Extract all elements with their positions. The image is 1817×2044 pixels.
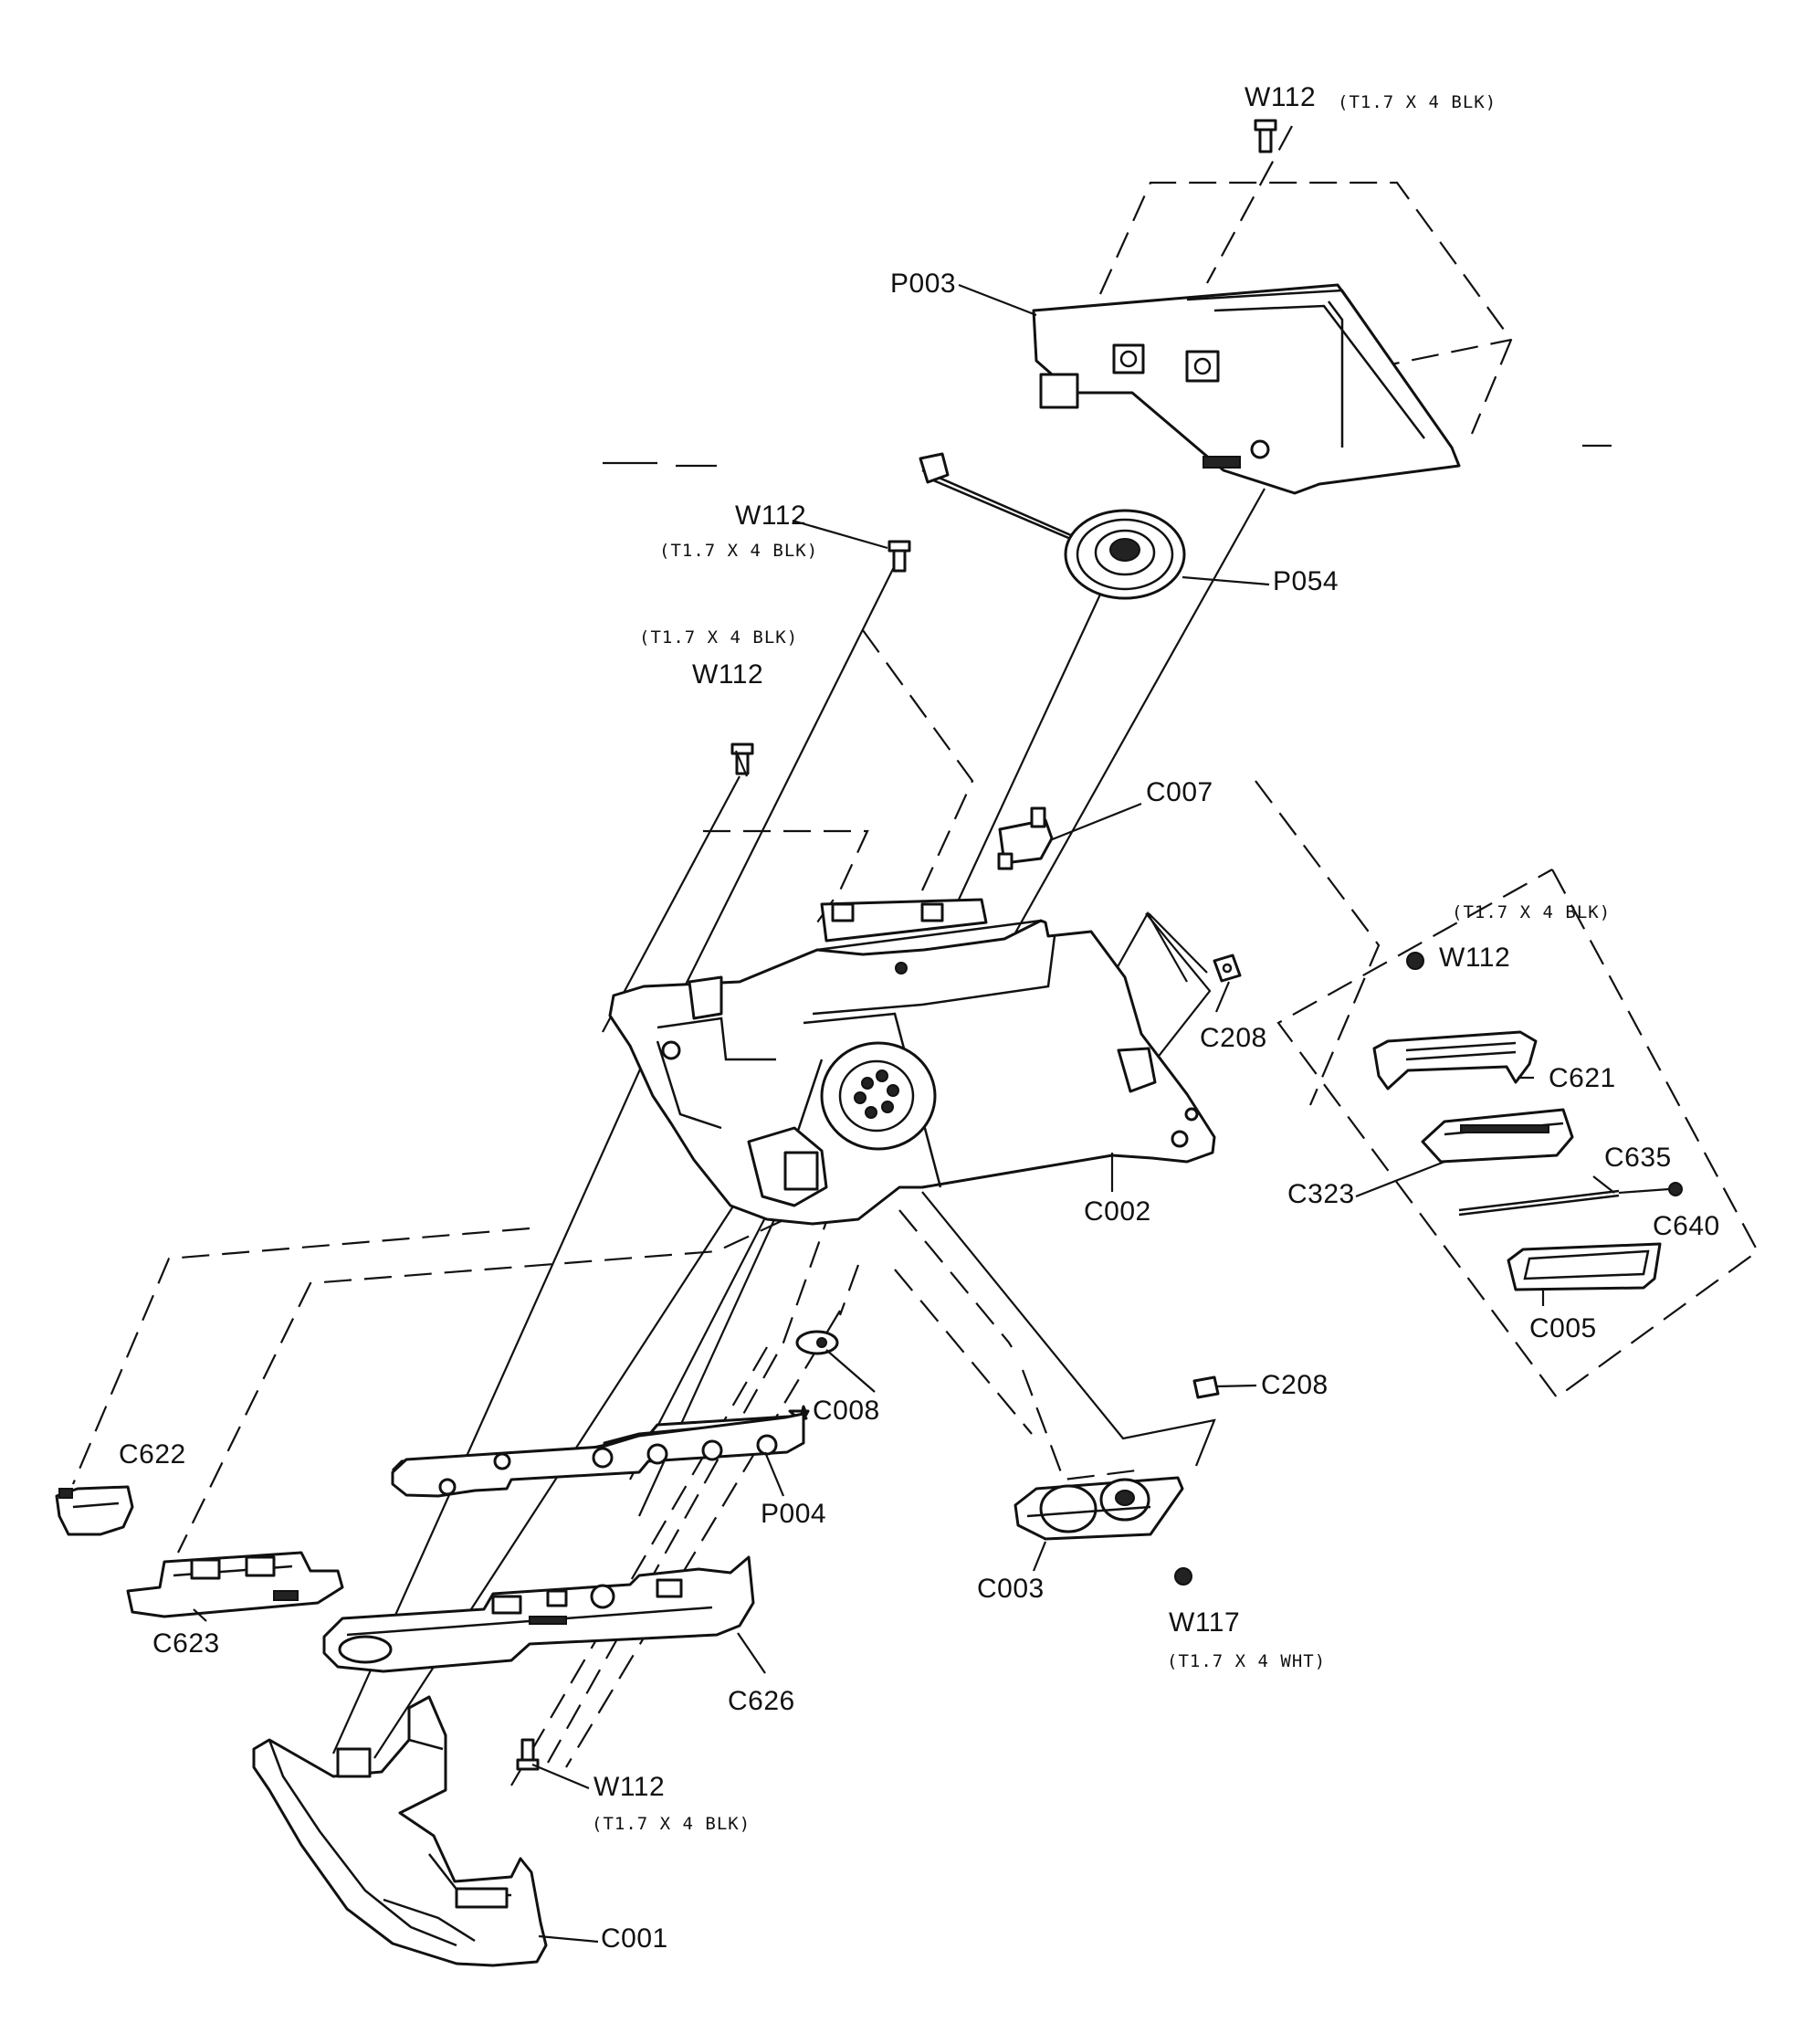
p003-board xyxy=(1032,283,1461,495)
p004-board xyxy=(391,1405,810,1498)
callout-w112-b-spec: (T1.7 X 4 BLK) xyxy=(639,627,799,648)
c003-module xyxy=(1014,1476,1184,1541)
callout-w112-c: W112 xyxy=(1439,943,1511,973)
w117-screw xyxy=(1174,1567,1192,1586)
callout-c635: C635 xyxy=(1604,1143,1672,1173)
c208-a-part xyxy=(1213,954,1242,983)
callout-c002: C002 xyxy=(1084,1196,1151,1227)
c007-part xyxy=(997,806,1054,870)
callout-w112-b: W112 xyxy=(692,659,764,690)
callout-c622: C622 xyxy=(119,1439,186,1470)
stray-marks xyxy=(603,444,1612,468)
callout-c001: C001 xyxy=(601,1923,668,1954)
callout-w112-a-spec: (T1.7 X 4 BLK) xyxy=(659,541,819,561)
callout-c323: C323 xyxy=(1287,1179,1355,1209)
callout-w112-a: W112 xyxy=(735,500,807,531)
callout-w117-spec: (T1.7 X 4 WHT) xyxy=(1167,1651,1327,1671)
callout-w112-d-spec: (T1.7 X 4 BLK) xyxy=(592,1814,751,1834)
callout-leaders xyxy=(193,283,1615,1944)
c622-part xyxy=(55,1485,134,1536)
callout-p003: P003 xyxy=(890,269,957,299)
c640-part xyxy=(1618,1182,1683,1196)
callout-c621: C621 xyxy=(1549,1063,1616,1093)
callout-w112-d: W112 xyxy=(593,1772,666,1802)
w112-a-screw xyxy=(887,540,911,573)
callout-w112-c-spec: (T1.7 X 4 BLK) xyxy=(1452,902,1612,922)
callout-c640: C640 xyxy=(1653,1211,1720,1241)
w112-d-screw xyxy=(516,1738,540,1771)
c621-part xyxy=(1372,1030,1538,1090)
callout-c007: C007 xyxy=(1146,777,1213,807)
w112-c-screw xyxy=(1406,952,1424,970)
c626-part xyxy=(322,1555,755,1673)
c623-part xyxy=(126,1551,344,1618)
callout-w112-top-spec: (T1.7 X 4 BLK) xyxy=(1338,92,1497,112)
callout-c208-a: C208 xyxy=(1200,1023,1267,1053)
callout-c626: C626 xyxy=(728,1686,795,1716)
callout-c008: C008 xyxy=(813,1396,880,1426)
callout-p054: P054 xyxy=(1273,566,1339,596)
c001-cover xyxy=(252,1695,548,1967)
callout-w117: W117 xyxy=(1169,1607,1241,1638)
w112-b-screw xyxy=(730,743,754,775)
callout-c208-b: C208 xyxy=(1261,1370,1329,1400)
p054-speaker xyxy=(919,452,1186,600)
callout-c005: C005 xyxy=(1529,1313,1597,1343)
c005-part xyxy=(1507,1242,1662,1291)
callout-w112-top: W112 xyxy=(1245,82,1317,112)
c002-chassis xyxy=(608,898,1216,1226)
callout-c623: C623 xyxy=(152,1628,220,1659)
c208-b-part xyxy=(1192,1375,1220,1399)
c635-part xyxy=(1458,1189,1620,1217)
callout-c003: C003 xyxy=(977,1574,1045,1604)
callout-p004: P004 xyxy=(761,1499,827,1529)
w112-top-screw xyxy=(1254,119,1277,153)
c323-part xyxy=(1421,1108,1574,1164)
c008-part xyxy=(795,1330,839,1355)
